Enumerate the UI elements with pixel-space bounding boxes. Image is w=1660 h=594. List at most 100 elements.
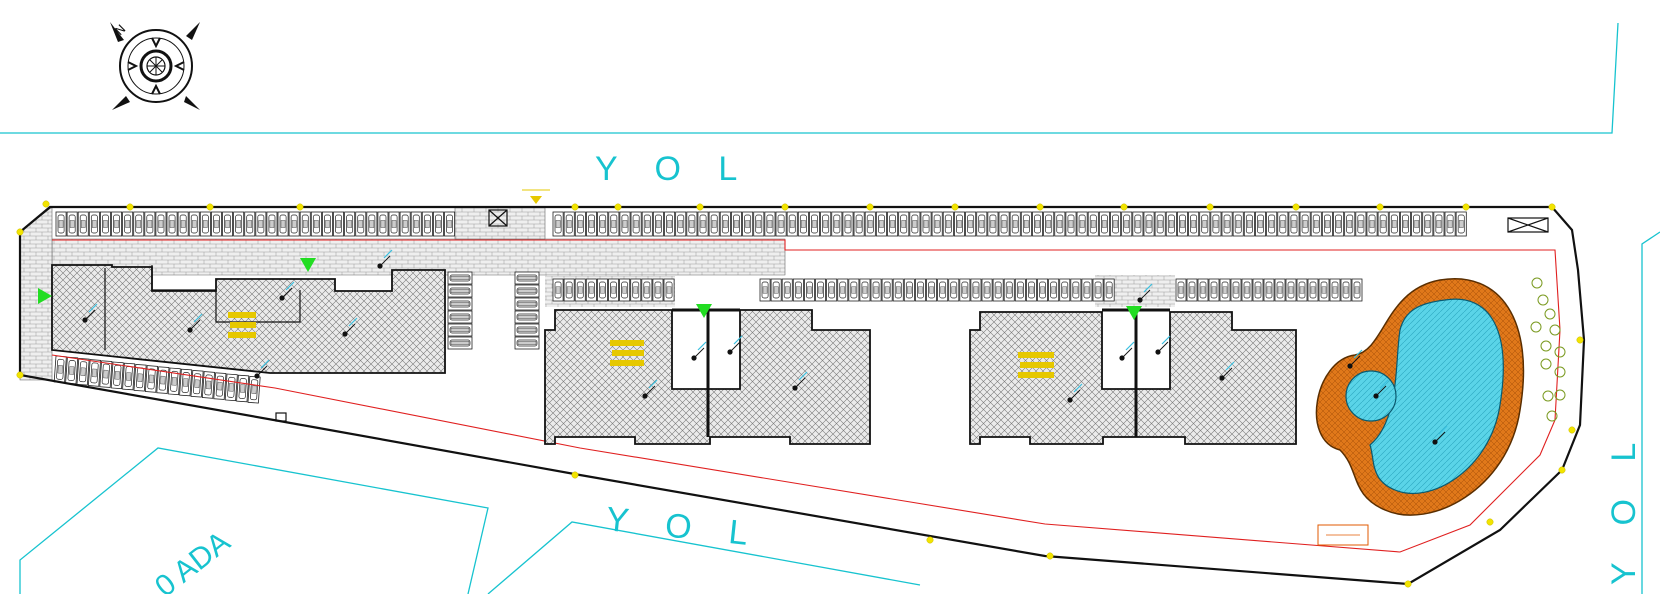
parking-stall <box>1321 211 1333 237</box>
level-tick <box>1121 347 1133 359</box>
parking-stall <box>797 211 809 237</box>
survey-node <box>1046 552 1054 560</box>
survey-node <box>571 203 579 211</box>
survey-node <box>1462 203 1470 211</box>
parking-stall <box>1400 211 1411 237</box>
survey-node <box>866 203 874 211</box>
parking-stall <box>144 211 156 237</box>
parking-stall <box>853 211 865 237</box>
parking-stall <box>1037 278 1049 302</box>
parking-stall <box>781 278 793 302</box>
road-lines <box>0 22 1660 594</box>
survey-node <box>126 203 134 211</box>
parking-stall <box>1092 278 1104 302</box>
survey-node <box>42 200 50 208</box>
parking-stall <box>1377 211 1389 237</box>
level-tick <box>729 341 741 353</box>
survey-node <box>206 203 214 211</box>
parking-stall <box>898 211 910 237</box>
utility-boxes <box>275 209 1549 422</box>
parking-stall <box>1132 211 1144 237</box>
parking-stall <box>1186 278 1198 302</box>
level-tick <box>1139 289 1151 301</box>
parking-stall <box>586 211 598 237</box>
parking-stall <box>652 211 664 237</box>
parking-stall <box>1032 211 1043 237</box>
parking-stall <box>288 211 300 237</box>
level-tick <box>697 341 707 351</box>
parking-stall <box>1188 211 1200 237</box>
parking-stall <box>514 284 540 298</box>
parking-stall <box>1333 211 1345 237</box>
parking-stall <box>1065 211 1077 237</box>
parking-stall <box>842 211 854 237</box>
parking-stall <box>965 211 977 237</box>
parking-stall <box>574 278 586 302</box>
parking-stall <box>167 367 181 396</box>
level-tick <box>383 249 393 259</box>
level-tick <box>281 287 293 299</box>
parking-stall <box>222 211 234 237</box>
parking-stall <box>998 211 1010 237</box>
parking-stall <box>122 362 136 391</box>
parking-stall <box>1318 278 1330 302</box>
parking-stall <box>99 360 113 388</box>
parking-stall <box>1344 211 1356 237</box>
parking-stall <box>792 278 804 302</box>
parking-stall <box>1340 278 1352 302</box>
parking-stall <box>770 278 782 302</box>
parking-stall <box>1208 278 1220 302</box>
parking-stall <box>236 374 250 403</box>
parking-stall <box>1003 278 1015 302</box>
parking-stall <box>809 211 821 237</box>
parking-stall <box>155 211 167 237</box>
parking-stall <box>764 211 776 237</box>
parking-stall <box>903 278 915 302</box>
parking-stall <box>708 211 720 237</box>
parking-stall <box>1455 211 1467 237</box>
level-tick <box>693 347 705 359</box>
level-tick <box>189 319 201 331</box>
parking-stall <box>421 211 433 237</box>
parking-stall <box>775 211 787 237</box>
parking-stall <box>1197 278 1209 302</box>
parking-stall <box>959 278 971 302</box>
parking-stall <box>804 278 815 302</box>
parking-stall <box>76 357 90 386</box>
parking-stall <box>88 211 100 237</box>
parking-stall <box>1277 211 1289 237</box>
level-tick <box>1069 389 1081 401</box>
parking-stall <box>753 211 765 237</box>
parking-stall <box>1388 211 1400 237</box>
survey-node <box>296 203 304 211</box>
parking-stall <box>1110 211 1122 237</box>
parking-stall <box>1252 278 1264 302</box>
parking-stall <box>388 211 400 237</box>
level-tick <box>260 359 270 369</box>
parking-stall <box>1026 278 1037 302</box>
survey-node <box>571 471 579 479</box>
parking-stall <box>53 355 67 384</box>
building-annotations <box>228 312 1054 378</box>
setback-line <box>51 239 1561 553</box>
parking-stall <box>66 211 78 237</box>
parking-stall <box>1177 211 1188 237</box>
parking-stall <box>1274 278 1286 302</box>
parking-stall <box>664 211 676 237</box>
level-markers <box>82 249 1448 445</box>
parking-stall <box>514 271 540 285</box>
parking-stall <box>992 278 1004 302</box>
parking-stall <box>1329 278 1341 302</box>
survey-node <box>1292 203 1300 211</box>
level-tick <box>1375 385 1387 397</box>
parking-stall <box>826 278 838 302</box>
level-tick <box>1353 349 1363 359</box>
road-label-bottom: Y O L <box>604 500 763 554</box>
level-tick <box>193 313 203 323</box>
parking-stall <box>110 361 124 390</box>
parking-stall <box>1230 278 1242 302</box>
parking-stall <box>447 297 473 311</box>
parking-stall <box>244 211 256 237</box>
parking-stall <box>1087 211 1099 237</box>
parking-stall <box>920 211 932 237</box>
